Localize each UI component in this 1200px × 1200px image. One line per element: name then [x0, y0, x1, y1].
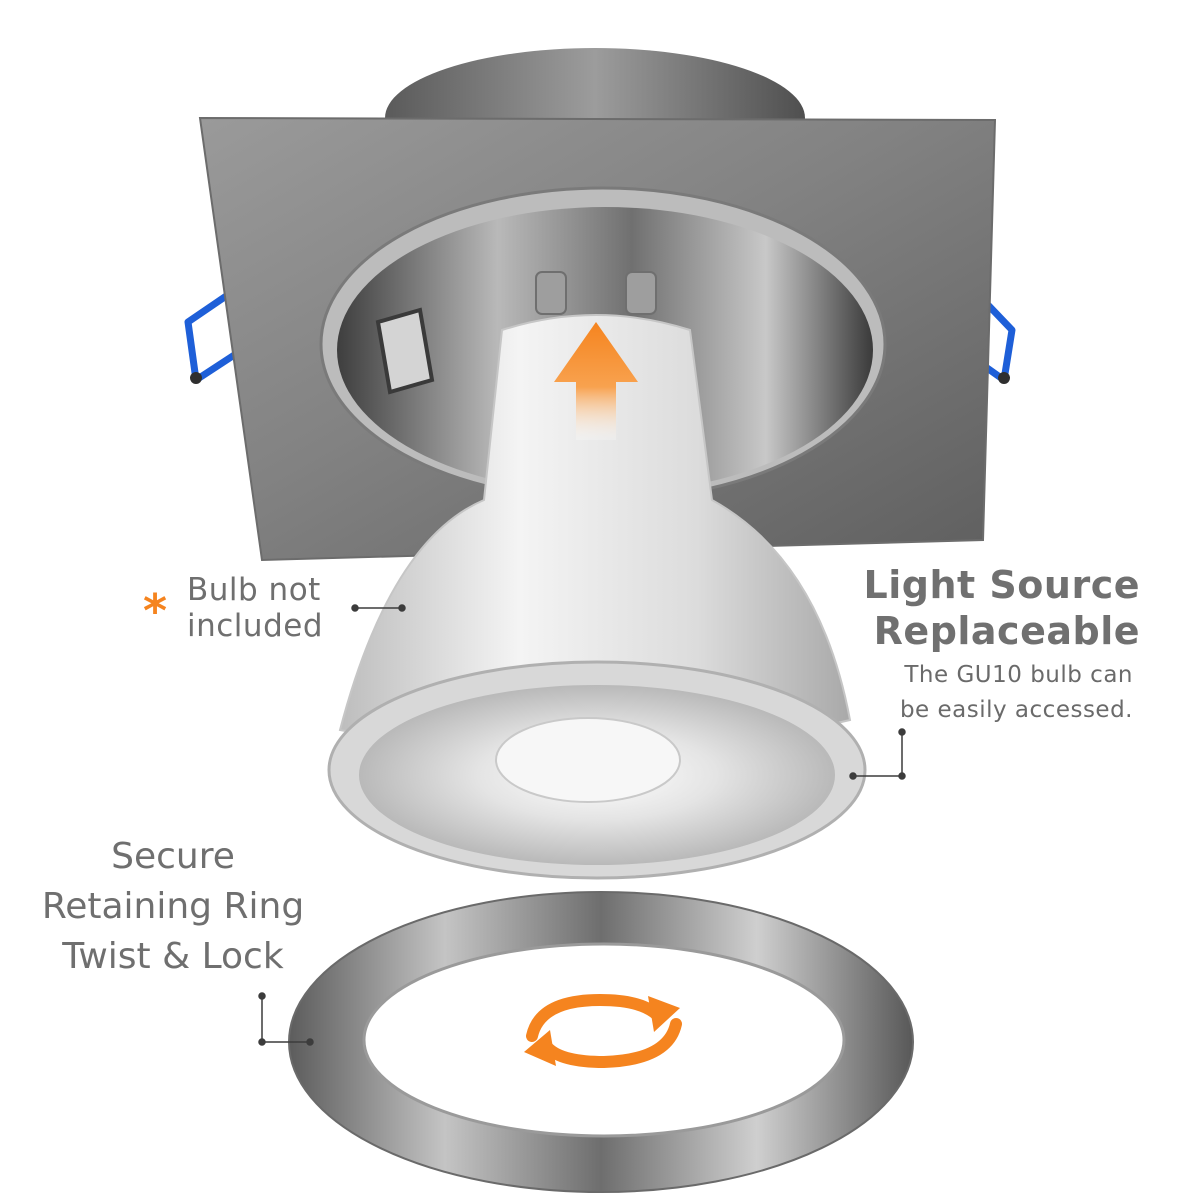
bulb-not-included-note: Bulb not included [187, 572, 323, 644]
up-arrow-icon [554, 322, 638, 440]
rotate-arrows-icon [526, 993, 682, 1069]
retaining-ring-inner [362, 942, 846, 1138]
retaining-ring-title: Secure Retaining Ring Twist & Lock [41, 836, 305, 977]
spring-clip-left [184, 289, 250, 384]
bulb-note-marker: * [143, 584, 168, 638]
bulb-lens [495, 717, 681, 803]
inner-bracket [375, 307, 435, 395]
light-source-description: The GU10 bulb can be easily accessed. [899, 662, 1133, 723]
leader-lines [258, 604, 906, 1046]
gu10-pins [535, 271, 657, 315]
light-source-title: Light Source Replaceable [863, 563, 1140, 653]
